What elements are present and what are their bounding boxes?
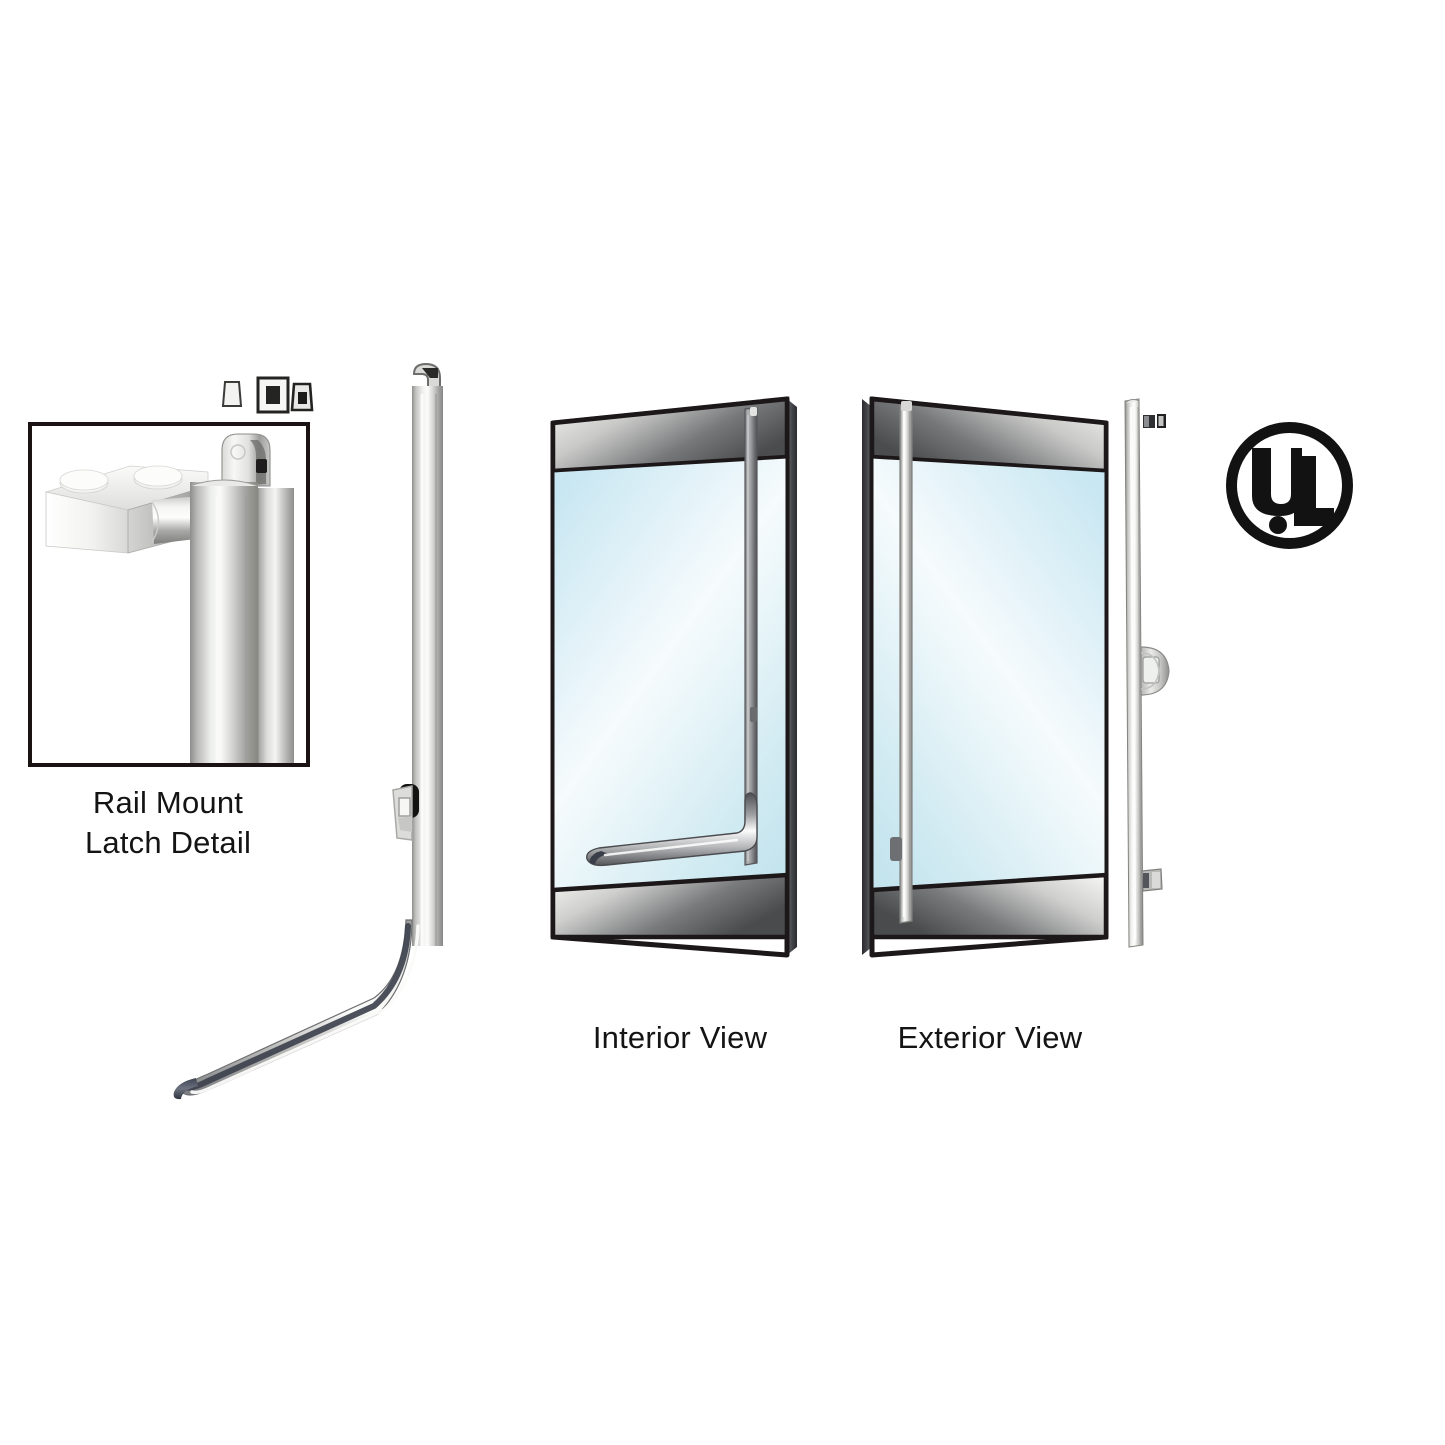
pull-lower-mount (890, 837, 902, 861)
side-lock-housing (1140, 646, 1170, 696)
rod-guide-bracket (392, 785, 413, 841)
clevis-slot (256, 459, 267, 473)
ul-letter-l (1294, 456, 1334, 526)
lever-highlight (603, 838, 739, 857)
interior-push-lever (586, 792, 758, 867)
rail-mount-latch-detail-box (28, 422, 310, 767)
exterior-bottom-rail (869, 872, 1109, 940)
side-lower-bracket (1141, 868, 1163, 892)
exterior-door-view (862, 396, 1109, 958)
side-profile-view (1124, 398, 1170, 948)
rod-leg-highlight (190, 924, 420, 1095)
rod-leg-shadow (180, 923, 411, 1091)
rod-lower-bend (179, 919, 413, 1096)
latch-rod-front (190, 482, 258, 763)
rod-shaft (412, 386, 443, 946)
latch-detail-drawing (44, 433, 294, 763)
interior-bottom-rail (550, 872, 790, 940)
clevis-pin-hole (230, 444, 246, 460)
pull-top-cap (901, 401, 912, 411)
ul-circle (1226, 422, 1353, 549)
detail-caption-line1: Rail Mount (92, 785, 244, 820)
ul-logo (1226, 422, 1353, 549)
rod-tip (173, 1078, 198, 1100)
post-lock-indicator (750, 707, 757, 722)
vertical-rod-assembly (173, 362, 443, 1100)
exterior-view-label: Exterior View (897, 1020, 1083, 1055)
component-cap (221, 381, 243, 407)
interior-view-label: Interior View (592, 1020, 768, 1055)
latch-rod-rear (258, 488, 294, 763)
detail-caption: Rail Mount Latch Detail (18, 783, 318, 863)
ul-certification-mark (1222, 418, 1357, 553)
side-top-brackets (1143, 414, 1166, 428)
interior-door-view (550, 396, 797, 958)
rod-top-components (221, 376, 314, 414)
post-top-cap (750, 407, 757, 416)
ul-letter-u (1252, 448, 1302, 516)
detail-caption-line2: Latch Detail (84, 825, 252, 860)
ul-dot (1269, 516, 1287, 534)
